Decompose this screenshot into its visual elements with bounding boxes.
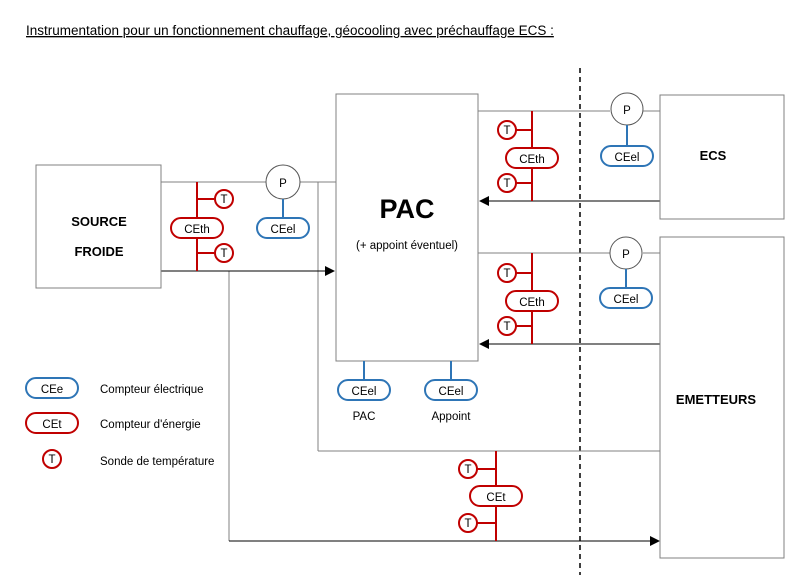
source-label-line2: FROIDE: [74, 244, 123, 259]
temp-sensor-emetteurs-bottom: T: [497, 316, 517, 336]
pump-emetteurs: P: [609, 236, 643, 270]
pac-title: PAC: [379, 194, 434, 224]
svg-text:T: T: [220, 194, 227, 206]
svg-text:CEth: CEth: [184, 224, 210, 236]
pac-meter-caption: PAC: [353, 411, 376, 423]
electric-meters: [282, 125, 628, 380]
svg-text:CEth: CEth: [519, 297, 545, 309]
svg-text:CEel: CEel: [439, 386, 464, 398]
emetteurs-label: EMETTEURS: [676, 392, 757, 407]
legend-label-temp: Sonde de température: [100, 456, 214, 468]
ecs-box: [659, 94, 785, 220]
cet-meter-ecs: CEth: [505, 147, 559, 169]
svg-text:CEt: CEt: [486, 492, 506, 504]
legend-item-electric-meter: CEe Compteur électrique: [25, 377, 204, 399]
svg-text:T: T: [220, 248, 227, 260]
temp-sensor-ecs-bottom: T: [497, 173, 517, 193]
svg-text:CEel: CEel: [614, 294, 639, 306]
pipes: [161, 110, 660, 541]
svg-text:T: T: [503, 321, 510, 333]
svg-text:T: T: [503, 125, 510, 137]
legend-swatch-energy: [25, 412, 79, 434]
svg-text:T: T: [464, 518, 471, 530]
svg-text:CEel: CEel: [352, 386, 377, 398]
flow-arrows: [161, 196, 660, 546]
legend-label-energy: Compteur d'énergie: [100, 419, 201, 431]
pac-subtitle: (+ appoint éventuel): [356, 240, 458, 252]
ceel-meter-emetteurs: CEel: [599, 287, 653, 309]
legend-swatch-temp: [42, 449, 62, 469]
legend-symbol-energy: CEt: [42, 419, 62, 431]
pump-source: P: [265, 164, 301, 200]
legend-item-energy-meter: CEt Compteur d'énergie: [25, 412, 201, 434]
ceel-meter-pac: CEel: [337, 379, 391, 401]
svg-text:P: P: [622, 249, 630, 261]
temp-sensor-ecs-top: T: [497, 120, 517, 140]
svg-text:CEel: CEel: [615, 152, 640, 164]
ceel-meter-appoint: CEel: [424, 379, 478, 401]
svg-text:T: T: [503, 178, 510, 190]
svg-text:T: T: [503, 268, 510, 280]
ceel-meter-ecs: CEel: [600, 145, 654, 167]
legend: CEe Compteur électrique CEt Compteur d'é…: [25, 377, 214, 469]
legend-label-electric: Compteur électrique: [100, 384, 204, 396]
source-froide-box: [35, 164, 162, 289]
legend-swatch-electric: [25, 377, 79, 399]
cet-meter-source: CEth: [170, 217, 224, 239]
temp-sensor-source-top: T: [214, 189, 234, 209]
svg-text:P: P: [623, 105, 631, 117]
ecs-label: ECS: [700, 148, 727, 163]
pac-box: [335, 93, 479, 362]
emetteurs-box: [659, 236, 785, 559]
appoint-meter-caption: Appoint: [431, 411, 471, 423]
legend-item-temp-sensor: T Sonde de température: [42, 449, 214, 469]
legend-symbol-electric: CEe: [41, 384, 63, 396]
source-label-line1: SOURCE: [71, 214, 127, 229]
svg-text:P: P: [279, 178, 287, 190]
legend-symbol-temp: T: [48, 454, 55, 466]
pump-ecs: P: [610, 92, 644, 126]
ceel-meter-source: CEel: [256, 217, 310, 239]
temp-sensor-bottom-bottom: T: [458, 513, 478, 533]
page-title: Instrumentation pour un fonctionnement c…: [26, 23, 554, 38]
temp-sensor-bottom-top: T: [458, 459, 478, 479]
cet-meter-emetteurs: CEth: [505, 290, 559, 312]
temp-sensor-source-bottom: T: [214, 243, 234, 263]
svg-text:CEth: CEth: [519, 154, 545, 166]
temp-sensor-emetteurs-top: T: [497, 263, 517, 283]
svg-text:CEel: CEel: [271, 224, 296, 236]
svg-text:T: T: [464, 464, 471, 476]
cet-meter-bottom: CEt: [469, 485, 523, 507]
